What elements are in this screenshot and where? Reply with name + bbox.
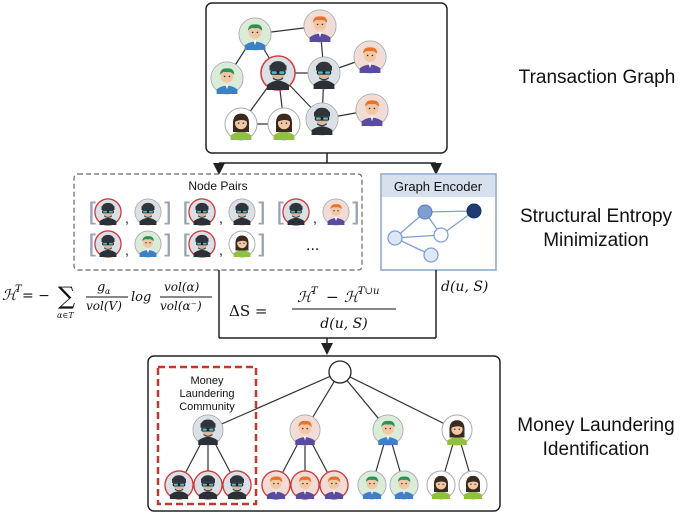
- svg-text:vol(α): vol(α): [164, 280, 200, 294]
- tg-node-woman-2: [267, 107, 301, 141]
- svg-text:,: ,: [313, 210, 317, 226]
- svg-text:−: −: [326, 288, 339, 306]
- tg-node-hacker-1: [260, 55, 296, 91]
- tree-orange-leaf-2: [290, 470, 320, 500]
- svg-text:d(u, S): d(u, S): [320, 316, 367, 332]
- tree-woman-leaf-1: [426, 470, 456, 500]
- svg-text:g: g: [97, 280, 105, 295]
- label-transaction-graph-text: Transaction Graph: [518, 67, 676, 88]
- node-pair-3: [],: [276, 198, 360, 228]
- svg-text:]: ]: [256, 230, 266, 260]
- label-mli-line2: Identification: [542, 439, 650, 460]
- tg-node-hacker-2: [307, 56, 341, 90]
- encoder-nodes: [387, 203, 482, 263]
- tree-hacker-leaf-1: [164, 470, 194, 500]
- svg-text:[: [: [88, 230, 98, 260]
- tree-orange-parent: [289, 414, 321, 446]
- tg-node-green-1: [238, 17, 272, 51]
- tg-node-orange-1: [303, 9, 337, 43]
- node-pair-5: [],: [182, 230, 266, 260]
- transaction-graph-nodes: [210, 9, 389, 141]
- graph-encoder-header: [382, 175, 495, 197]
- svg-text:]: ]: [162, 230, 172, 260]
- svg-text:log: log: [131, 290, 151, 305]
- svg-text:Community: Community: [179, 401, 235, 413]
- tree-orange-leaf-3: [319, 470, 349, 500]
- svg-text:T: T: [15, 284, 23, 295]
- node-pair-1: [],: [88, 198, 172, 228]
- tree-root-node: [328, 360, 352, 384]
- tg-node-hacker-3: [305, 102, 339, 136]
- label-structural-entropy: Structural Entropy Minimization: [508, 205, 684, 253]
- svg-text:∑: ∑: [58, 282, 75, 310]
- node-pair-2: [],: [182, 198, 266, 228]
- label-sem-line2: Minimization: [543, 230, 649, 251]
- svg-text:[: [: [88, 198, 98, 228]
- delta-s-formula: ΔS = ℋ T − ℋ T∪u d(u, S): [229, 286, 396, 332]
- tree-woman-parent: [441, 414, 473, 446]
- svg-text:α: α: [105, 287, 111, 296]
- svg-text:T: T: [311, 286, 319, 297]
- svg-text:]: ]: [162, 198, 172, 228]
- tree-green-parent: [372, 414, 404, 446]
- tg-node-orange-2: [353, 40, 387, 74]
- split-arrows: [213, 153, 442, 175]
- node-pair-4: [],: [88, 230, 172, 260]
- graph-encoder-title: Graph Encoder: [394, 179, 483, 194]
- distance-label: d(u, S): [441, 279, 488, 295]
- tree-orange-leaf-1: [261, 470, 291, 500]
- label-money-laundering-identification: Money Laundering Identification: [508, 414, 684, 462]
- svg-text:[: [: [182, 198, 192, 228]
- tree-nodes: [164, 414, 488, 500]
- svg-text:Money: Money: [190, 375, 224, 387]
- svg-text:α∈T: α∈T: [57, 311, 74, 320]
- tree-hacker-leaf-3: [222, 470, 252, 500]
- svg-text:ΔS =: ΔS =: [229, 302, 267, 320]
- svg-text:ℋ: ℋ: [297, 288, 314, 306]
- svg-text:,: ,: [219, 210, 223, 226]
- label-transaction-graph: Transaction Graph: [512, 66, 682, 90]
- laundering-community-box: [156, 365, 258, 506]
- tree-green-leaf-2: [389, 470, 419, 500]
- node-pairs-ellipsis: ...: [306, 237, 319, 254]
- svg-text:,: ,: [125, 242, 129, 258]
- tg-node-woman-1: [224, 107, 258, 141]
- node-pair-list: [],[],[],[],[],: [88, 198, 360, 260]
- tg-node-orange-3: [355, 93, 389, 127]
- svg-text:]: ]: [350, 198, 360, 228]
- tree-hacker-parent: [192, 414, 224, 446]
- node-pairs-title: Node Pairs: [188, 179, 247, 193]
- svg-text:[: [: [182, 230, 192, 260]
- svg-text:= −: = −: [22, 288, 50, 304]
- svg-text:Laundering: Laundering: [179, 388, 234, 400]
- svg-text:,: ,: [219, 242, 223, 258]
- svg-text:ℋ: ℋ: [2, 286, 19, 304]
- merge-lines: [218, 270, 437, 355]
- svg-text:vol(α⁻): vol(α⁻): [160, 299, 202, 313]
- label-mli-line1: Money Laundering: [517, 415, 675, 436]
- tree-woman-leaf-2: [458, 470, 488, 500]
- svg-text:,: ,: [125, 210, 129, 226]
- svg-text:T∪u: T∪u: [358, 286, 380, 297]
- svg-text:vol(V): vol(V): [86, 299, 122, 313]
- tree-hacker-leaf-2: [193, 470, 223, 500]
- svg-text:ℋ: ℋ: [344, 288, 361, 306]
- laundering-community-label: Money Laundering Community: [179, 375, 235, 413]
- label-sem-line1: Structural Entropy: [519, 206, 673, 227]
- svg-text:]: ]: [256, 198, 266, 228]
- tree-green-leaf-1: [357, 470, 387, 500]
- svg-text:[: [: [276, 198, 286, 228]
- tg-node-green-2: [210, 61, 244, 95]
- entropy-formula: ℋ T = − ∑ α∈T g α vol(V) log vol(α) vol(…: [2, 280, 212, 320]
